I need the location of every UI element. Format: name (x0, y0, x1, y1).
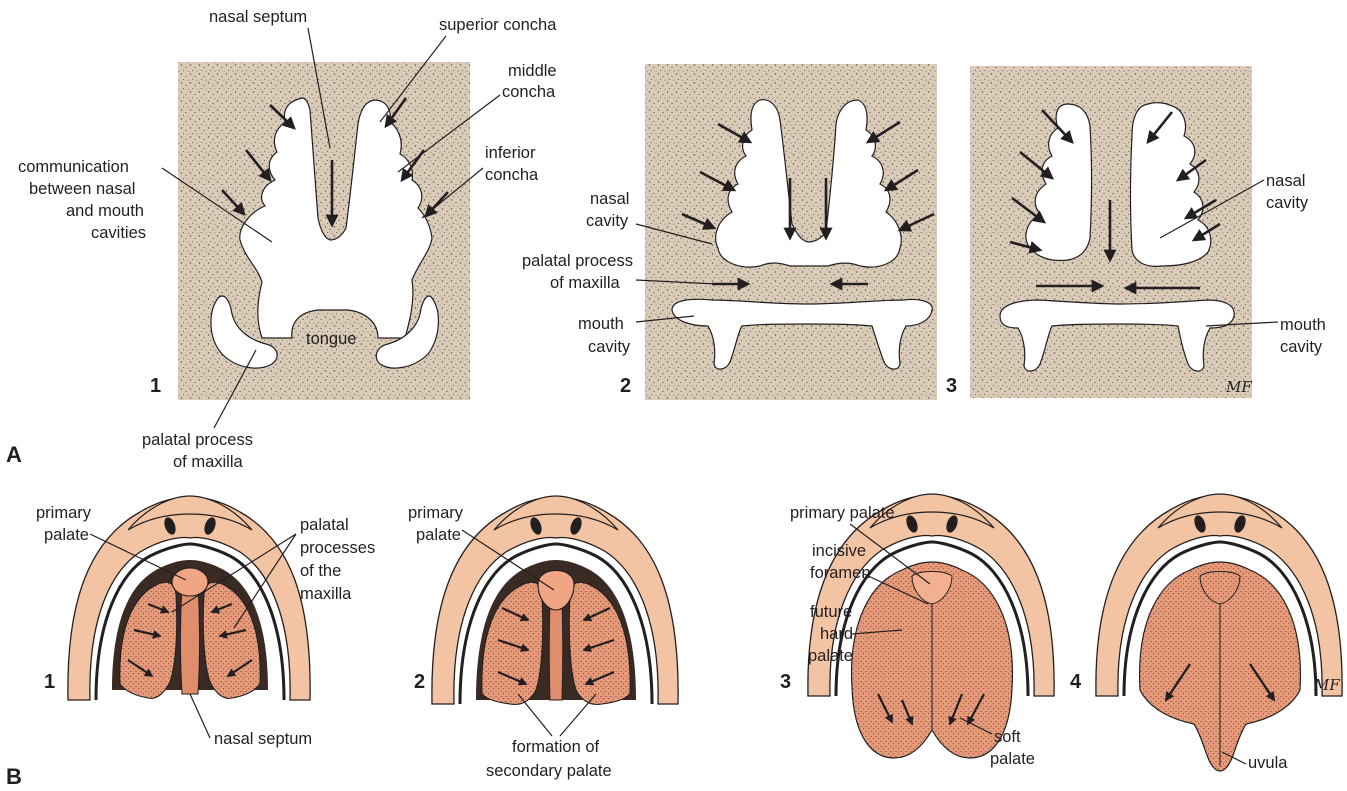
label-communication-3: and mouth (66, 202, 144, 220)
panel-a: 1 2 (6, 8, 1326, 471)
view-b4: 4 MF (1070, 494, 1342, 771)
section-a3: 3 MF (946, 66, 1252, 398)
label-communication-4: cavities (91, 224, 146, 242)
label-primary-palate-b1-2: palate (44, 526, 89, 544)
label-inferior-concha-2: concha (485, 166, 539, 184)
label-formation-1: formation of (512, 738, 600, 756)
label-mouth-cavity-a3-1: mouth (1280, 316, 1326, 334)
stage-number-b1: 1 (44, 671, 55, 693)
stage-number-a3: 3 (946, 375, 957, 397)
label-palatal-processes-1: palatal (300, 516, 349, 534)
label-soft-palate-2: palate (990, 750, 1035, 768)
illustrator-signature-a: MF (1225, 378, 1252, 396)
panel-b: 1 2 (6, 494, 1342, 789)
label-uvula: uvula (1248, 754, 1288, 772)
label-palatal-process-a1-1: palatal process (142, 431, 253, 449)
label-primary-palate-b3: primary palate (790, 504, 895, 522)
nasal-septum-b2 (549, 598, 563, 700)
label-palatal-processes-3: of the (300, 562, 341, 580)
label-inferior-concha-1: inferior (485, 144, 536, 162)
stage-number-a2: 2 (620, 375, 631, 397)
label-nasal-septum: nasal septum (209, 8, 307, 26)
label-palatal-processes-2: processes (300, 539, 375, 557)
palatal-shelf-left-b1 (120, 582, 177, 698)
label-communication-1: communication (18, 158, 129, 176)
label-tongue: tongue (306, 330, 356, 348)
label-primary-palate-b2-2: palate (416, 526, 461, 544)
label-nasal-cavity-a2-1: nasal (590, 190, 629, 208)
section-a1: 1 (150, 62, 470, 400)
label-future-hard-palate-3: palate (808, 647, 853, 665)
label-formation-2: secondary palate (486, 762, 612, 780)
label-incisive-foramen-2: foramen (810, 564, 871, 582)
primary-palate-b1 (172, 568, 208, 596)
label-future-hard-palate-2: hard (820, 625, 853, 643)
palatal-shelf-right-b2 (569, 582, 630, 704)
stage-number-b2: 2 (414, 671, 425, 693)
label-nasal-cavity-a2-2: cavity (586, 212, 629, 230)
label-nasal-cavity-a3-1: nasal (1266, 172, 1305, 190)
illustrator-signature-b: MF (1313, 676, 1340, 694)
label-future-hard-palate-1: future (810, 603, 852, 621)
label-primary-palate-b2-1: primary (408, 504, 464, 522)
label-middle-concha-1: middle (508, 62, 557, 80)
label-palatal-process-a1-2: of maxilla (173, 453, 244, 471)
label-palatal-processes-4: maxilla (300, 585, 352, 603)
stage-number-b4: 4 (1070, 671, 1082, 693)
label-soft-palate-1: soft (994, 728, 1021, 746)
label-mouth-cavity-a3-2: cavity (1280, 338, 1323, 356)
panel-letter-a: A (6, 442, 22, 467)
stage-number-a1: 1 (150, 375, 161, 397)
label-communication-2: between nasal (29, 180, 135, 198)
panel-letter-b: B (6, 764, 22, 789)
label-nasal-septum-b: nasal septum (214, 730, 312, 748)
label-nasal-cavity-a3-2: cavity (1266, 194, 1309, 212)
palatal-shelf-left-b2 (482, 582, 543, 704)
palatal-shelf-right-b1 (203, 582, 260, 698)
label-palatal-process-a2-2: of maxilla (550, 274, 621, 292)
stage-number-b3: 3 (780, 671, 791, 693)
label-incisive-foramen-1: incisive (812, 542, 866, 560)
label-mouth-cavity-a2-1: mouth (578, 315, 624, 333)
label-palatal-process-a2-1: palatal process (522, 252, 633, 270)
label-superior-concha: superior concha (439, 16, 557, 34)
label-middle-concha-2: concha (502, 83, 556, 101)
label-mouth-cavity-a2-2: cavity (588, 338, 631, 356)
label-primary-palate-b1-1: primary (36, 504, 92, 522)
